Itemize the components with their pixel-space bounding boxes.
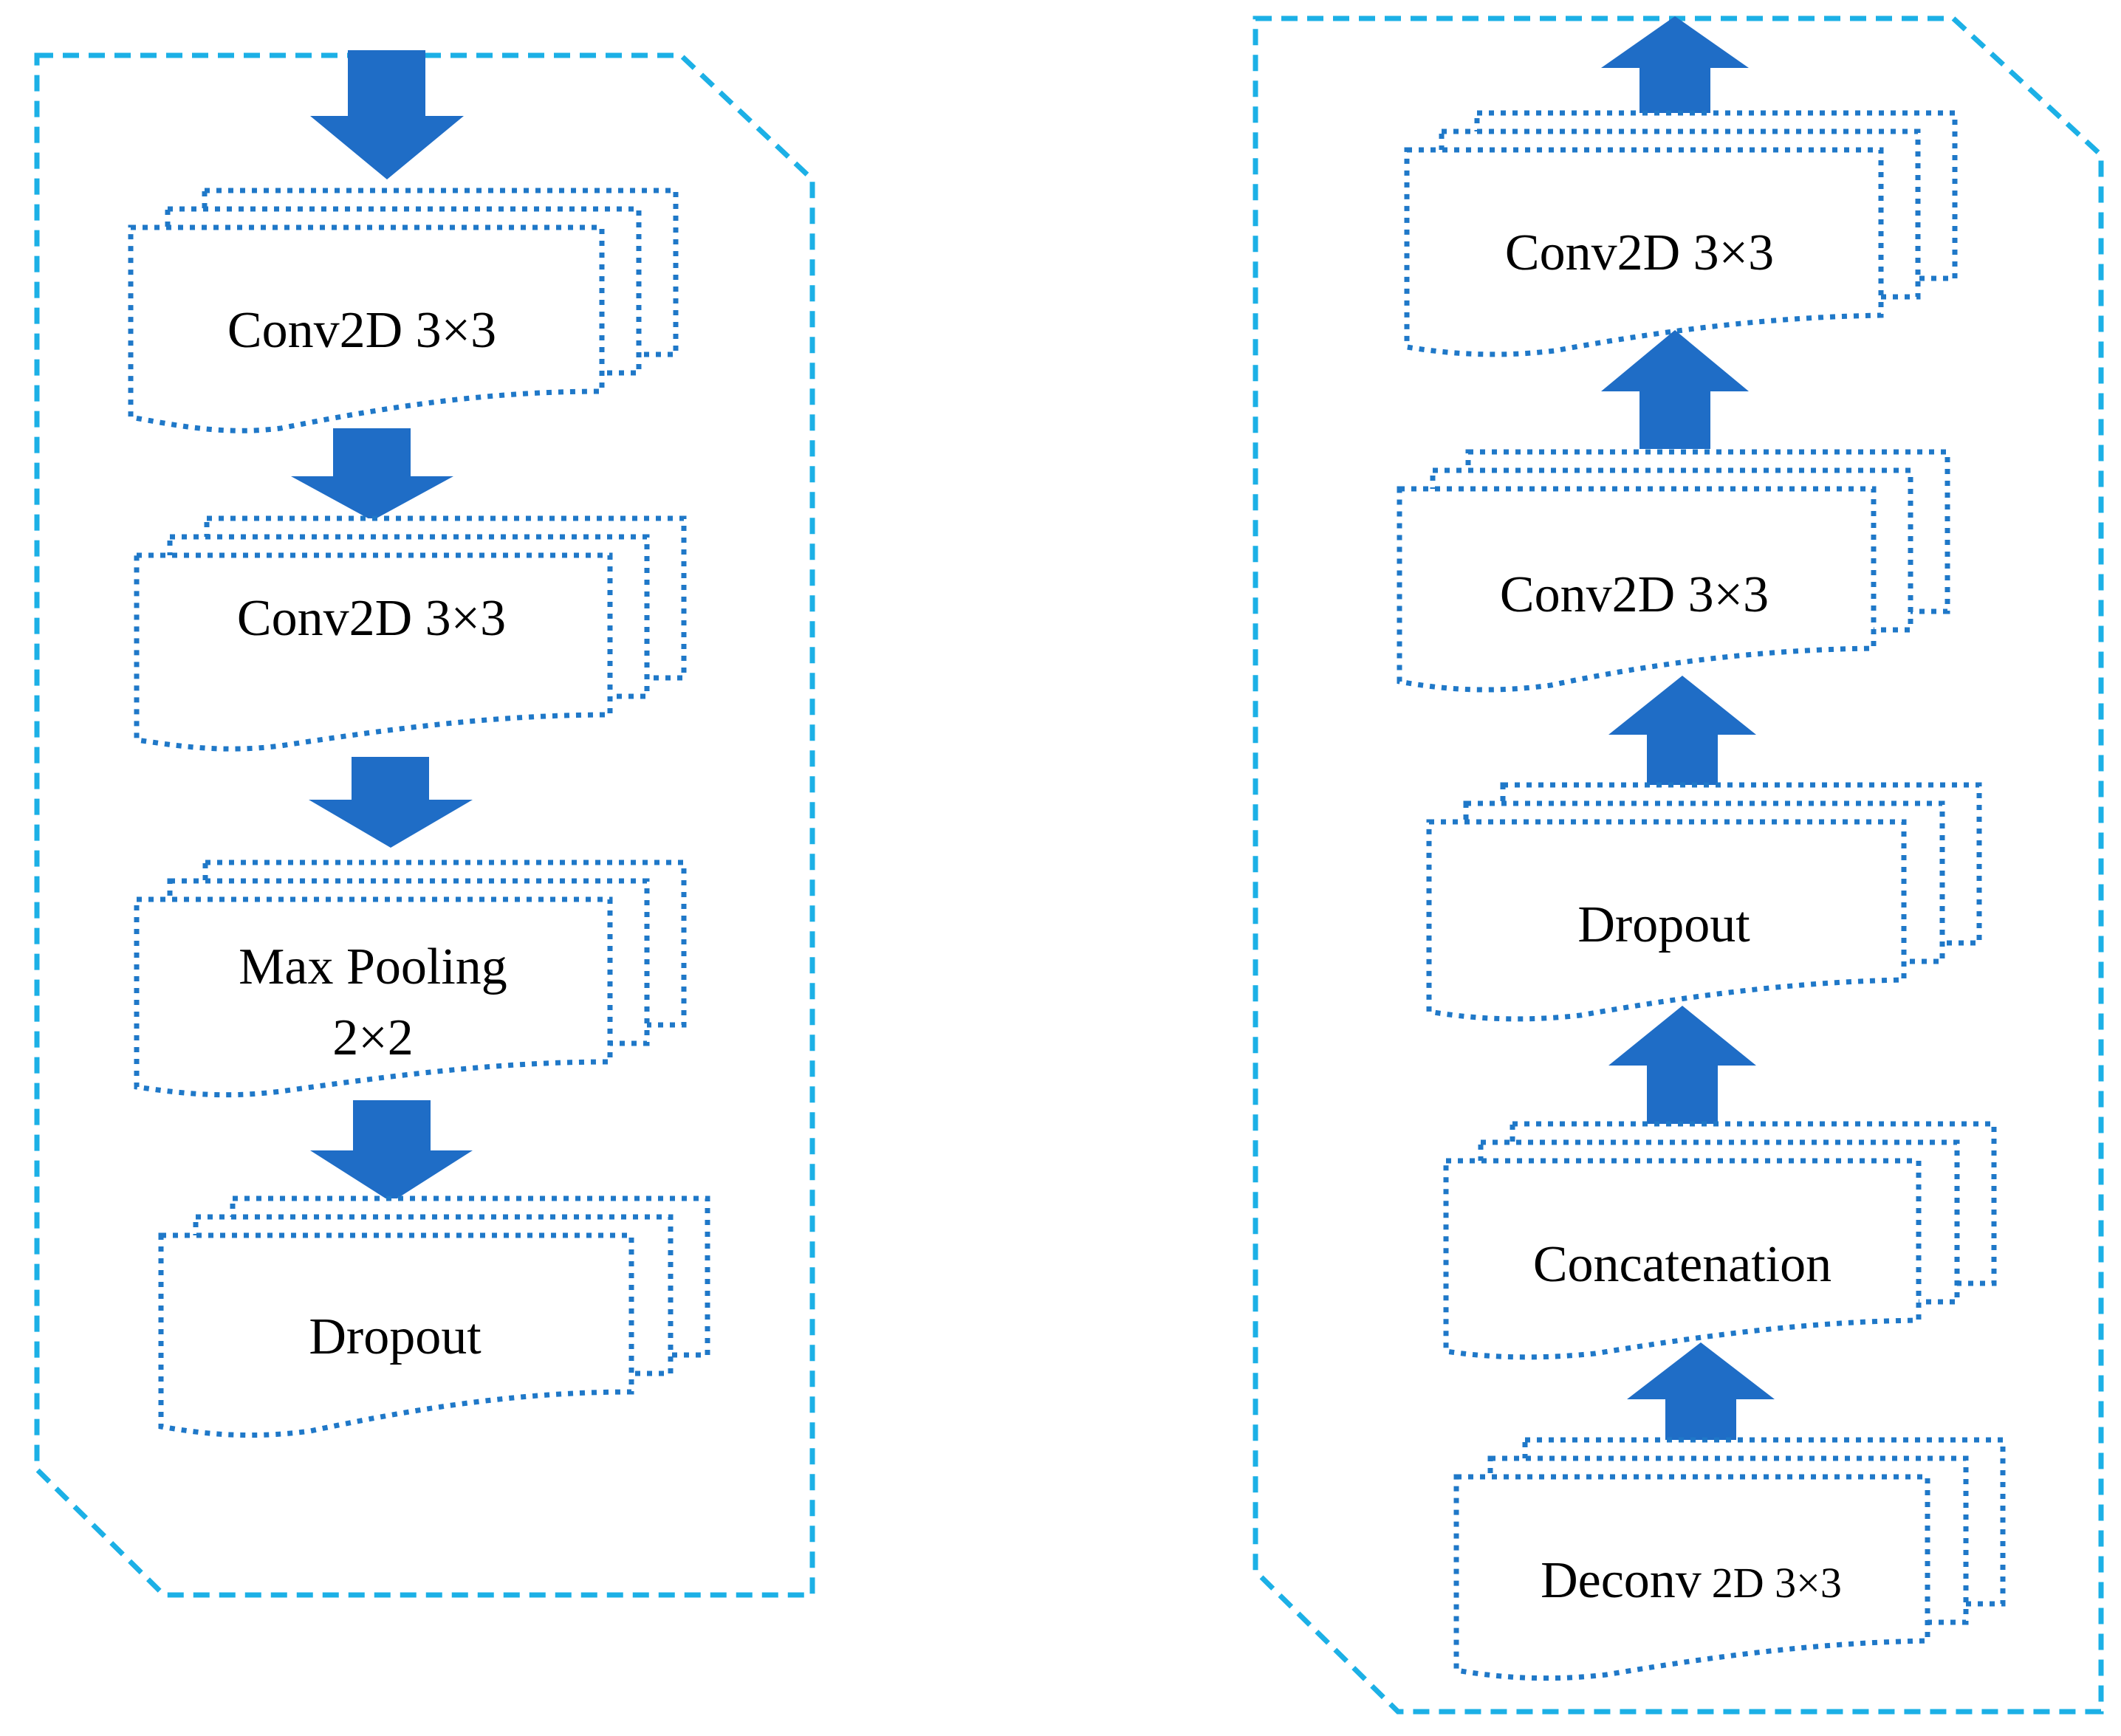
up-arrow-icon [1608, 676, 1756, 788]
dec-conv-mid-label: Conv2D 3×3 [1500, 566, 1769, 623]
doc-stack-dropout [158, 1195, 710, 1438]
doc-stack-dropout [1426, 782, 1982, 1022]
up-arrow-icon [1608, 1006, 1756, 1124]
dec-dropout-label: Dropout [1577, 896, 1750, 953]
doc-stack-conv2d-top [1404, 110, 1958, 357]
dec-conv-top-label: Conv2D 3×3 [1505, 224, 1774, 281]
dec-deconv-label-size: 2D 3×3 [1712, 1559, 1842, 1607]
up-arrow-icon [1601, 330, 1749, 449]
dec-concat-label: Concatenation [1533, 1236, 1832, 1293]
enc-dropout-label: Dropout [309, 1308, 482, 1365]
up-arrow-icon [1627, 1342, 1775, 1444]
up-arrow-icon [1601, 16, 1749, 120]
dec-deconv-label-word: Deconv [1541, 1552, 1702, 1609]
down-arrow-icon [310, 1100, 473, 1202]
doc-stack-conv2d-1 [128, 188, 679, 433]
decoder-outline [1253, 16, 2104, 1715]
down-arrow-icon [309, 757, 473, 848]
enc-maxpool-label-line1: Max Pooling [239, 939, 507, 995]
enc-conv1-label: Conv2D 3×3 [227, 302, 496, 359]
doc-stack-deconv [1453, 1437, 2006, 1681]
enc-conv2-label: Conv2D 3×3 [237, 590, 506, 647]
down-arrow-icon [291, 428, 453, 521]
down-arrow-icon [310, 50, 464, 179]
doc-stack-maxpool [134, 860, 687, 1098]
doc-stack-concatenation [1443, 1121, 1997, 1360]
enc-maxpool-label-line2: 2×2 [332, 1009, 413, 1066]
doc-stack-conv2d-mid [1397, 449, 1950, 693]
doc-stack-conv2d-2 [134, 515, 687, 752]
